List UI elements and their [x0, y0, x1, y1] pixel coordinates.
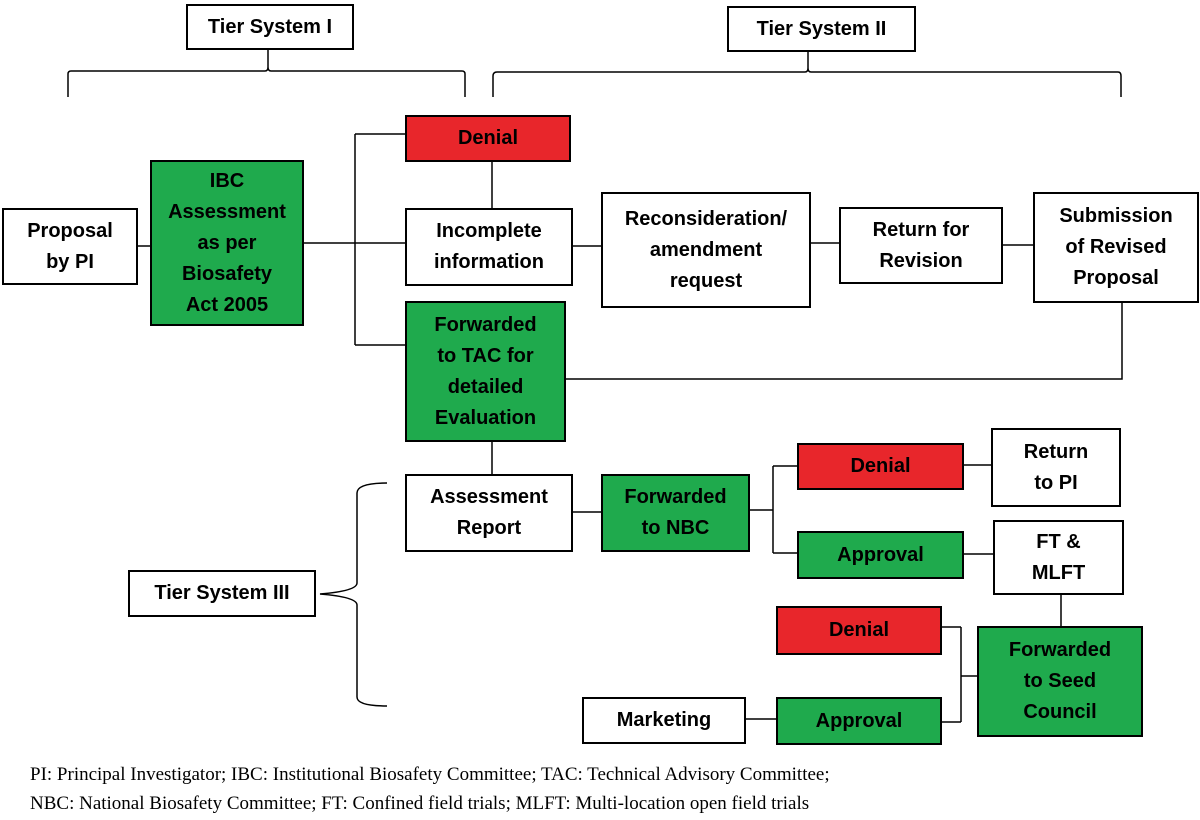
denial-seed-box: Denial: [776, 606, 942, 655]
forwarded-to-seed-council-box: Forwarded to Seed Council: [977, 626, 1143, 737]
reconsideration-box: Reconsideration/ amendment request: [601, 192, 811, 308]
tier3-brace: [319, 482, 388, 707]
footnote-line-1: PI: Principal Investigator; IBC: Institu…: [30, 764, 830, 785]
submission-revised-proposal-box: Submission of Revised Proposal: [1033, 192, 1199, 303]
return-to-pi-box: Return to PI: [991, 428, 1121, 507]
denial-nbc-box: Denial: [797, 443, 964, 490]
forwarded-to-tac-box: Forwarded to TAC for detailed Evaluation: [405, 301, 566, 442]
approval-seed-box: Approval: [776, 697, 942, 745]
ibc-assessment-box: IBC Assessment as per Biosafety Act 2005: [150, 160, 304, 326]
incomplete-information-box: Incomplete information: [405, 208, 573, 286]
return-for-revision-box: Return for Revision: [839, 207, 1003, 284]
ft-mlft-box: FT & MLFT: [993, 520, 1124, 595]
tier-system-3-label: Tier System III: [128, 570, 316, 617]
tier-system-2-label: Tier System II: [727, 6, 916, 52]
tier1-brace: [67, 48, 466, 97]
footnote-line-2: NBC: National Biosafety Committee; FT: C…: [30, 793, 810, 814]
tier2-brace: [492, 52, 1122, 97]
approval-nbc-box: Approval: [797, 531, 964, 579]
marketing-box: Marketing: [582, 697, 746, 744]
tier-system-1-label: Tier System I: [186, 4, 354, 50]
assessment-report-box: Assessment Report: [405, 474, 573, 552]
forwarded-to-nbc-box: Forwarded to NBC: [601, 474, 750, 552]
proposal-by-pi-box: Proposal by PI: [2, 208, 138, 285]
denial-ibc-box: Denial: [405, 115, 571, 162]
